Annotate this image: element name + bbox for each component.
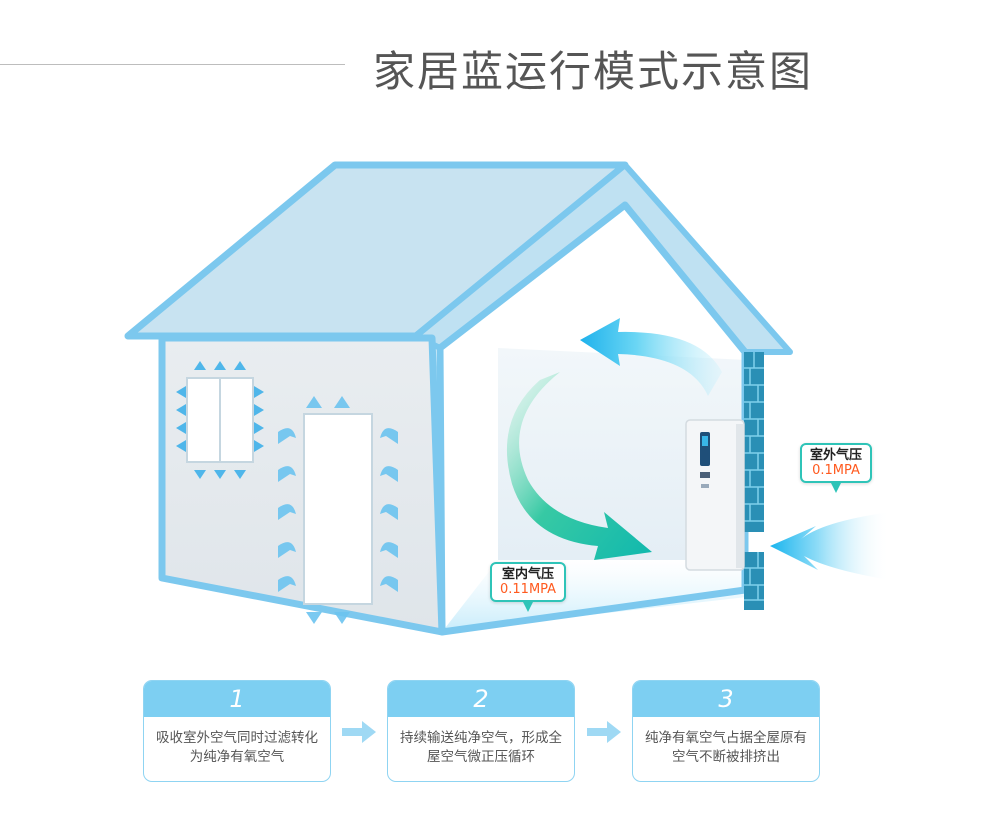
title-divider — [0, 64, 345, 65]
step-text: 吸收室外空气同时过滤转化为纯净有氧空气 — [156, 730, 318, 765]
inflow-arrow — [770, 512, 890, 580]
step-number: 1 — [144, 681, 330, 717]
step-number: 3 — [633, 681, 819, 717]
swirl-arrow-top — [580, 318, 722, 396]
indoor-pressure-value: 0.11MPA — [500, 582, 557, 597]
window — [186, 377, 254, 463]
pin-icon — [523, 602, 534, 612]
arrow-right-icon — [587, 721, 621, 743]
door-airflow-arrows — [278, 396, 398, 624]
outdoor-pressure-badge: 室外气压 0.1MPA — [800, 443, 873, 493]
door — [303, 413, 373, 605]
step-card-1: 1 吸收室外空气同时过滤转化为纯净有氧空气 — [143, 680, 331, 782]
brick-wall — [744, 352, 764, 610]
step-text: 纯净有氧空气占据全屋原有空气不断被排挤出 — [645, 730, 807, 765]
indoor-pressure-badge: 室内气压 0.11MPA — [490, 562, 567, 612]
outdoor-pressure-value: 0.1MPA — [812, 463, 860, 478]
outdoor-pressure-label: 室外气压 — [810, 448, 863, 463]
window-airflow-arrows — [176, 361, 264, 479]
step-text: 持续输送纯净空气，形成全屋空气微正压循环 — [400, 730, 562, 765]
swirl-arrow-bottom — [506, 372, 652, 560]
fresh-air-unit — [685, 419, 745, 571]
page-title: 家居蓝运行模式示意图 — [373, 47, 814, 96]
step-number: 2 — [388, 681, 574, 717]
pin-icon — [831, 483, 841, 493]
step-card-3: 3 纯净有氧空气占据全屋原有空气不断被排挤出 — [632, 680, 820, 782]
indoor-pressure-label: 室内气压 — [502, 567, 555, 582]
step-card-2: 2 持续输送纯净空气，形成全屋空气微正压循环 — [387, 680, 575, 782]
arrow-right-icon — [342, 721, 376, 743]
